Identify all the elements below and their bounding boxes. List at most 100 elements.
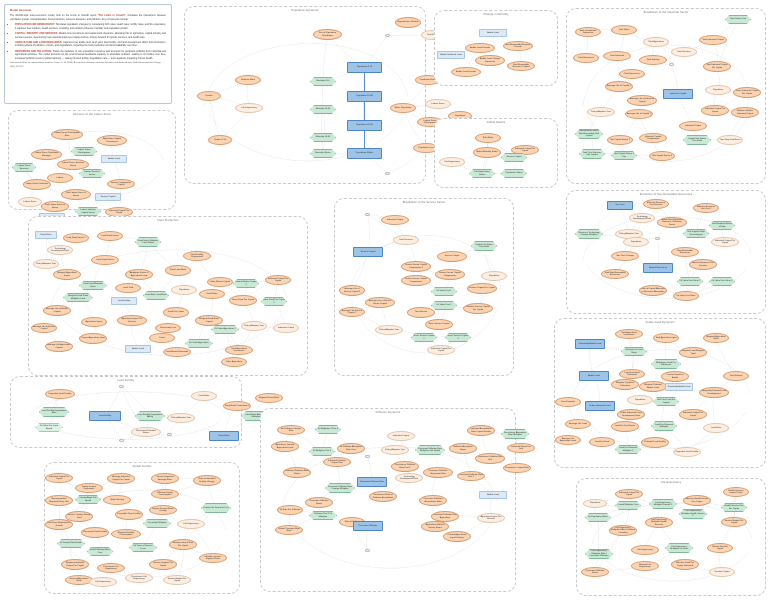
- variable-node[interactable]: Persistent Pollution Status: [305, 497, 333, 508]
- variable-node[interactable]: Persistence Per Expectancy: [97, 563, 125, 573]
- auxiliary-node[interactable]: Policy Adoption Year: [587, 107, 615, 117]
- variable-node[interactable]: Total Resources: [619, 69, 645, 79]
- auxiliary-node[interactable]: Technology Development Rate: [47, 245, 73, 255]
- variable-node[interactable]: Potential Land Fertility: [641, 437, 669, 448]
- variable-node[interactable]: Relative Non-Renewable Resource Utilisat…: [657, 217, 687, 228]
- variable-node[interactable]: Food Fertility Proportional: [183, 251, 211, 261]
- reference-node[interactable]: Arable Land: [101, 155, 127, 163]
- auxiliary-node[interactable]: Labour Force: [425, 99, 451, 109]
- auxiliary-node[interactable]: Life Expectancy: [177, 519, 205, 529]
- variable-node[interactable]: Service Sector Capital Components 2: [401, 261, 431, 272]
- variable-node[interactable]: Required Industrial Output Per Capita: [61, 559, 89, 570]
- variable-node[interactable]: Total Non-Renewable Resources: [601, 269, 629, 279]
- parameter-node[interactable]: Fit Value Agriculture: [185, 339, 213, 348]
- auxiliary-node[interactable]: Life Expectancy: [439, 157, 465, 167]
- variable-node[interactable]: Labour Force Industrial: [23, 179, 51, 190]
- auxiliary-node[interactable]: Total Agriculture: [643, 37, 669, 47]
- variable-node[interactable]: Rate of Individual Fertility Change: [193, 475, 221, 486]
- variable-node[interactable]: Value Market Capital: [207, 277, 233, 287]
- stock-node[interactable]: Persistent Pollution: [353, 521, 383, 531]
- variable-node[interactable]: Average Life of Capital 2: [605, 81, 633, 92]
- stock-node[interactable]: Potentially Arable Land: [575, 339, 605, 349]
- reference-node[interactable]: Arable Land: [125, 345, 151, 353]
- variable-node[interactable]: Service Support Per Capita: [149, 559, 177, 570]
- auxiliary-node[interactable]: Population: [623, 237, 649, 247]
- variable-node[interactable]: Industrial Output Per Capita: [265, 275, 291, 285]
- variable-node[interactable]: Industrial Output Per Capita: [679, 409, 707, 420]
- variable-node[interactable]: Life Expectancy Multiplier Health Servic…: [645, 517, 673, 528]
- variable-node[interactable]: Industrial Pollution Rate Status: [283, 467, 311, 478]
- variable-node[interactable]: Air Pollution Change Rate: [277, 425, 305, 435]
- variable-node[interactable]: Service Components Capital: [107, 179, 135, 189]
- variable-node[interactable]: Global Transport Rate Ratio: [275, 525, 303, 535]
- stock-node[interactable]: Population 15-44: [347, 91, 382, 102]
- auxiliary-node[interactable]: Population: [705, 85, 731, 95]
- variable-node[interactable]: Average Life Agriculture Capital: [45, 341, 73, 352]
- variable-node[interactable]: Land Fractional Cultivation: [619, 369, 645, 379]
- variable-node[interactable]: Labour: [47, 173, 73, 183]
- parameter-node[interactable]: Fecundity Multiplier: [143, 519, 171, 528]
- parameter-node[interactable]: Total Cost Services Unit Capital: [579, 149, 605, 159]
- variable-node[interactable]: Global Mortality Status: [473, 147, 501, 158]
- variable-node[interactable]: Part Labour Force in Sector: [61, 189, 91, 200]
- auxiliary-node[interactable]: Life Expectancy: [235, 103, 263, 113]
- auxiliary-node[interactable]: Population: [583, 499, 607, 508]
- variable-node[interactable]: Births Population: [390, 103, 416, 113]
- cloud-node[interactable]: [119, 439, 124, 443]
- cloud-node[interactable]: [119, 385, 124, 389]
- parameter-node[interactable]: Unit Cost Land For Capital: [653, 397, 679, 406]
- variable-node[interactable]: Arable Land Change Dimension: [475, 55, 505, 66]
- variable-node[interactable]: Persistence Pollution Rate Unit: [475, 453, 505, 464]
- variable-node[interactable]: Recommended Required Policy Unit: [45, 495, 73, 506]
- variable-node[interactable]: Agriculture Material Toxicity Status: [421, 521, 449, 532]
- variable-node[interactable]: Current Agriculture Input: [79, 333, 107, 344]
- parameter-node[interactable]: Mortality 65plus: [310, 149, 336, 158]
- parameter-node[interactable]: Fit Inputs in Land Ratio: [621, 347, 647, 356]
- auxiliary-node[interactable]: Persistence Life Expectancy: [125, 573, 153, 583]
- parameter-node[interactable]: Life Expectancy Status: [469, 169, 495, 178]
- variable-node[interactable]: Persistent Pollution Data Agriculture: [431, 511, 459, 522]
- variable-node[interactable]: Non-Renewable Resource Capital: [507, 61, 535, 71]
- parameter-node[interactable]: Population Status: [501, 169, 527, 178]
- parameter-node[interactable]: Global Working Effect Cost: [87, 547, 113, 556]
- auxiliary-node[interactable]: Industrial Output: [273, 323, 299, 333]
- variable-node[interactable]: Average Life Service Capital 2: [339, 307, 365, 317]
- parameter-node[interactable]: Family Unit Financial Cost: [201, 503, 231, 513]
- variable-node[interactable]: Land Yield: [115, 283, 141, 293]
- auxiliary-node[interactable]: Industrial Output: [387, 431, 415, 441]
- parameter-node[interactable]: Fit Value For Land Based: [35, 423, 63, 432]
- variable-node[interactable]: Relative Service Capital Per Capita: [463, 303, 493, 314]
- variable-node[interactable]: Total Industry: [639, 55, 667, 65]
- parameter-node[interactable]: Unit Supplier Rate Technological: [683, 229, 709, 238]
- variable-node[interactable]: Rate of Industrial Dimension: [575, 27, 601, 37]
- auxiliary-node[interactable]: Labour Force: [18, 197, 42, 207]
- variable-node[interactable]: Food Per Capita: [163, 307, 189, 318]
- variable-node[interactable]: Average Industrial Output Per Capita: [107, 473, 135, 484]
- stock-node[interactable]: Food Sales: [209, 431, 239, 441]
- variable-node[interactable]: Labour Force Participation Rate: [51, 129, 83, 140]
- variable-node[interactable]: Average Life of Capital 1: [625, 109, 653, 119]
- parameter-node[interactable]: Total Labour Unit: [725, 15, 751, 24]
- auxiliary-node[interactable]: Population: [627, 395, 653, 405]
- variable-node[interactable]: Total Agriculture Input: [653, 333, 679, 343]
- variable-node[interactable]: Total Industrial: [603, 51, 631, 61]
- reference-node[interactable]: Arable Land: [479, 491, 507, 499]
- variable-node[interactable]: Deaths 0-14: [208, 135, 232, 145]
- variable-node[interactable]: Industrial Output: [381, 215, 409, 225]
- parameter-node[interactable]: Land For Removal Multiplier: [651, 421, 677, 431]
- variable-node[interactable]: Industrial Pollution Output Rate: [323, 457, 351, 467]
- variable-node[interactable]: Industrial Output: [679, 121, 707, 131]
- variable-node[interactable]: Average Life of Service Capital 2: [339, 285, 365, 296]
- parameter-node[interactable]: Fit Value Unit Value 3: [709, 277, 735, 286]
- parameter-node[interactable]: Life Expectancy Multiplier Fit Food: [665, 543, 693, 553]
- variable-node[interactable]: Average Life Agriculture Land: [555, 435, 581, 445]
- variable-node[interactable]: Sex at Population Distribution: [313, 29, 342, 40]
- variable-node[interactable]: Persistence Pollution Rate Part 2: [391, 461, 419, 472]
- variable-node[interactable]: Food Ratio Performance: [223, 401, 251, 411]
- variable-node[interactable]: Total Sales: [611, 25, 637, 35]
- parameter-node[interactable]: Marginal Land Food Multiplier Land: [63, 293, 93, 302]
- variable-node[interactable]: Persistent Pollution Status: [581, 567, 609, 577]
